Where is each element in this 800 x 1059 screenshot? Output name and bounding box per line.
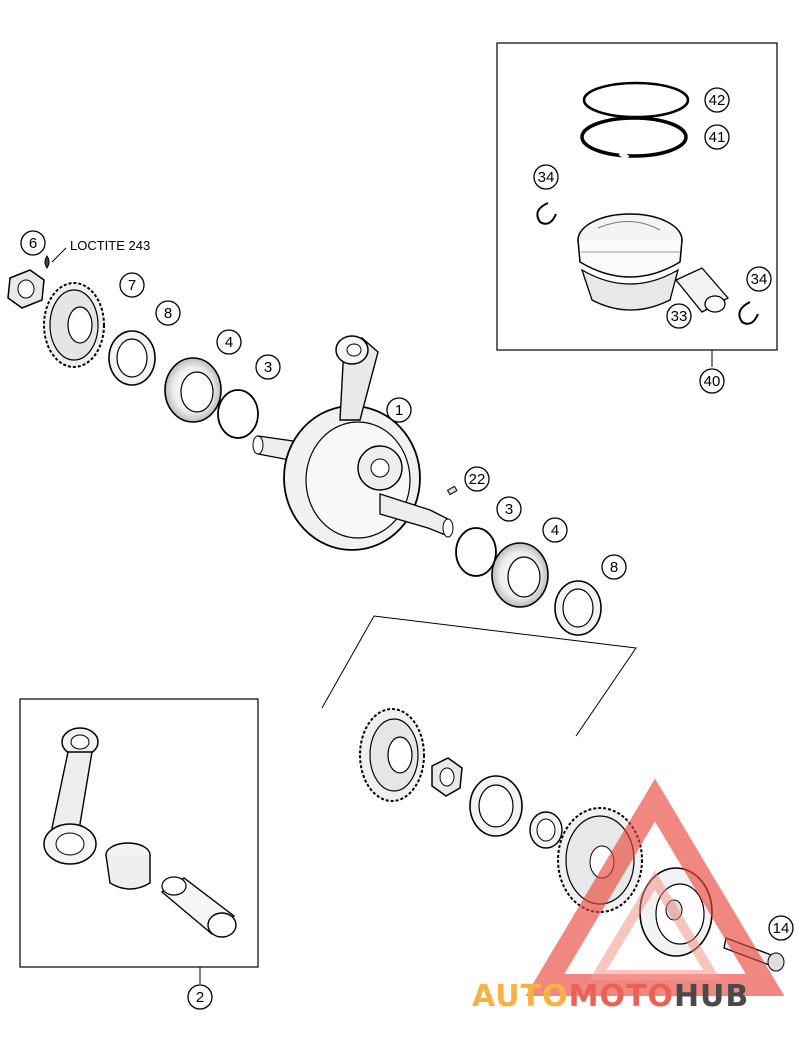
- loctite-drop-icon: [44, 247, 67, 269]
- svg-text:2: 2: [196, 989, 204, 1006]
- bearing-right: [491, 542, 549, 608]
- watermark-part-hub: HUB: [674, 979, 749, 1014]
- callout-4-right: 4: [542, 517, 568, 543]
- callout-8-left: 8: [155, 300, 181, 326]
- bearing-left: [164, 357, 222, 423]
- callout-3-left: 3: [255, 354, 281, 380]
- svg-text:42: 42: [709, 92, 726, 109]
- nut-left: [7, 269, 45, 309]
- svg-text:7: 7: [128, 277, 136, 294]
- nut-lower: [431, 757, 463, 797]
- automotohub-watermark: AUTOMOTOHUB: [472, 778, 785, 1014]
- seal-ring-lower: [469, 775, 523, 837]
- svg-text:1: 1: [395, 402, 403, 419]
- callout-22: 22: [464, 466, 490, 492]
- gear-left: [43, 282, 105, 368]
- seal-ring-left: [108, 330, 156, 386]
- callout-4-left: 4: [216, 329, 242, 355]
- piston-ring-upper: [582, 81, 690, 119]
- callout-40: 40: [699, 368, 725, 394]
- svg-text:3: 3: [505, 501, 513, 518]
- svg-text:4: 4: [225, 334, 233, 351]
- callout-33: 33: [666, 303, 692, 329]
- key-pin: [446, 485, 458, 496]
- callout-1: 1: [386, 397, 412, 423]
- shim-right: [455, 527, 497, 577]
- piston-pin: [674, 267, 730, 313]
- svg-text:8: 8: [610, 559, 618, 576]
- svg-text:14: 14: [773, 920, 790, 937]
- svg-text:3: 3: [264, 359, 272, 376]
- callout-8-right: 8: [601, 554, 627, 580]
- callout-41: 41: [704, 124, 730, 150]
- loctite-note: LOCTITE 243: [70, 238, 150, 253]
- callout-6: 6: [20, 230, 46, 256]
- circlip-left: [536, 202, 557, 225]
- piston-ring-lower: [580, 116, 688, 161]
- piston-kit-group: [496, 42, 778, 367]
- callout-14: 14: [768, 915, 794, 941]
- gear-lower: [359, 708, 425, 802]
- lower-assembly-bracket: [321, 615, 637, 737]
- svg-text:40: 40: [704, 373, 721, 390]
- svg-text:34: 34: [538, 169, 555, 186]
- callout-42: 42: [704, 87, 730, 113]
- crankshaft: [252, 335, 454, 551]
- piston: [577, 213, 683, 311]
- seal-ring-right: [554, 580, 602, 636]
- svg-text:33: 33: [671, 308, 688, 325]
- svg-text:34: 34: [751, 271, 768, 288]
- svg-text:AUTOMOTOHUB: AUTOMOTOHUB: [472, 979, 749, 1014]
- callout-34-left: 34: [533, 164, 559, 190]
- watermark-part-moto: MOTO: [569, 979, 674, 1014]
- svg-text:4: 4: [551, 522, 559, 539]
- conrod-bearing: [105, 842, 151, 890]
- callout-34-right: 34: [746, 266, 772, 292]
- svg-text:6: 6: [29, 235, 37, 252]
- shim-left: [217, 389, 259, 439]
- callout-3-right: 3: [496, 496, 522, 522]
- conrod-kit-group: [19, 698, 259, 984]
- svg-text:22: 22: [469, 471, 486, 488]
- connecting-rod: [43, 727, 99, 865]
- bushing-lower: [529, 811, 563, 849]
- svg-text:41: 41: [709, 129, 726, 146]
- svg-text:8: 8: [164, 305, 172, 322]
- crank-pin: [160, 876, 237, 938]
- watermark-part-auto: AUTO: [472, 979, 569, 1014]
- circlip-right: [738, 301, 759, 325]
- callout-7: 7: [119, 272, 145, 298]
- callout-2: 2: [187, 984, 213, 1010]
